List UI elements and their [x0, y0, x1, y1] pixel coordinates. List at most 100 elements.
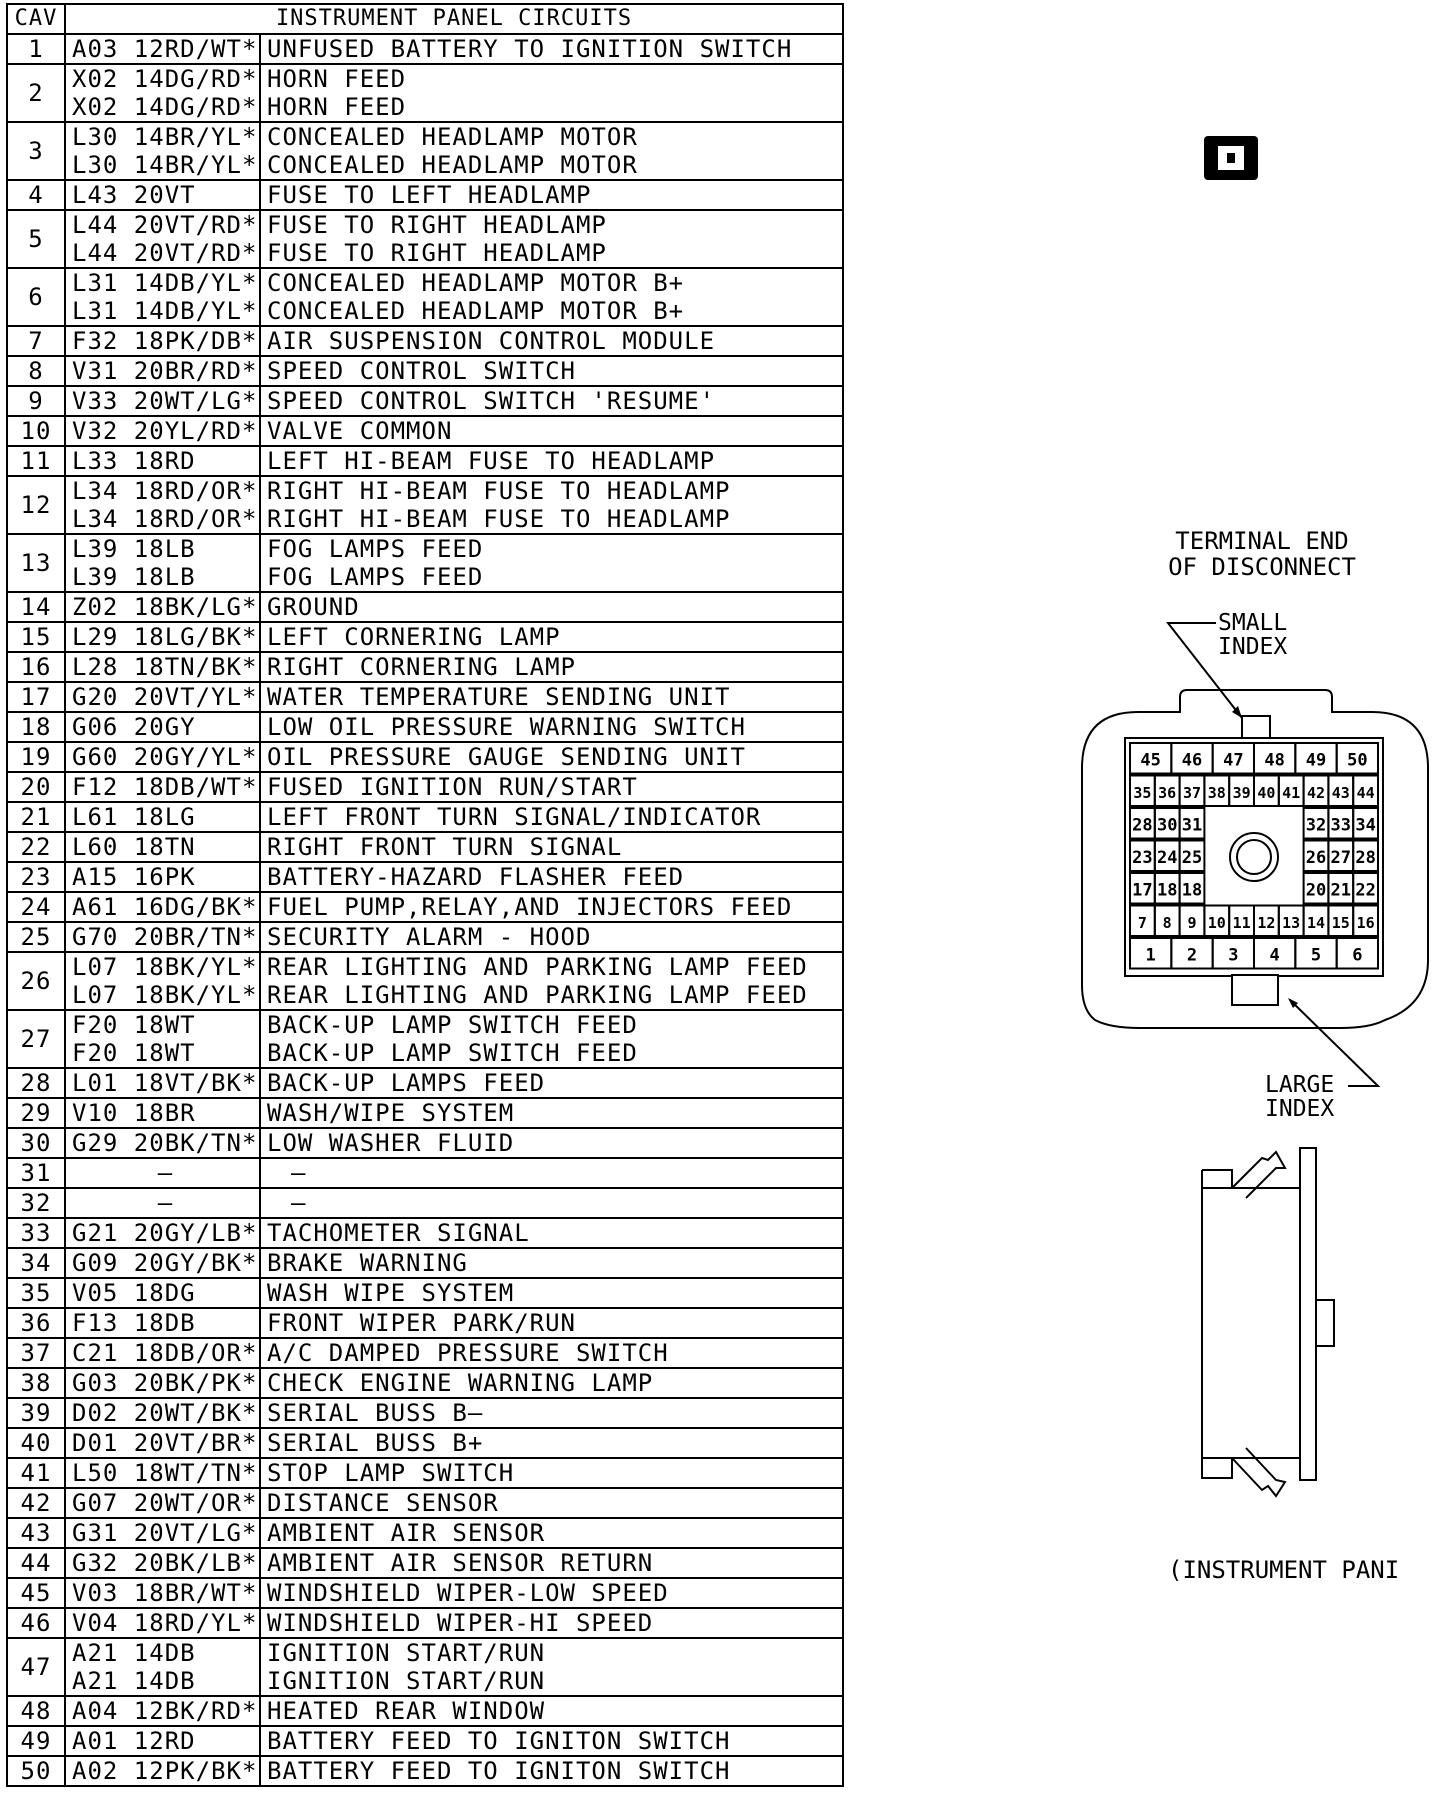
cav-cell: 32 — [6, 1187, 66, 1219]
circuit-description-cell: FUSE TO LEFT HEADLAMP — [258, 179, 845, 211]
wire-code-cell: A03 12RD/WT* — [64, 33, 261, 65]
circuit-description-cell: FUSE TO RIGHT HEADLAMP — [258, 239, 845, 269]
table-row: X02 14DG/RD*HORN FEED — [7, 93, 845, 123]
pin-number: 13 — [1282, 914, 1300, 932]
wire-code-cell: L39 18LB — [64, 533, 261, 563]
cav-cell: 45 — [6, 1577, 66, 1609]
wire-code-cell: Z02 18BK/LG* — [64, 591, 261, 623]
wire-code-cell: A61 16DG/BK* — [64, 891, 261, 923]
small-index-arrow-icon — [1232, 706, 1242, 718]
wire-code-cell: G31 20VT/LG* — [64, 1517, 261, 1549]
cav-cell: 35 — [6, 1277, 66, 1309]
pin-number: 3 — [1228, 945, 1238, 965]
wire-code-cell: L31 14DB/YL* — [64, 297, 261, 327]
cav-cell: 29 — [6, 1097, 66, 1129]
wire-code-cell: L33 18RD — [64, 445, 261, 477]
pin-cavity — [1352, 774, 1379, 807]
pin-cavity — [1335, 937, 1379, 970]
table-row: 32—— — [6, 1187, 845, 1219]
pin-cavity — [1352, 807, 1379, 840]
circuit-description-cell: TACHOMETER SIGNAL — [258, 1217, 845, 1249]
wire-code-cell: L61 18LG — [64, 801, 261, 833]
circuit-description-cell: A/C DAMPED PRESSURE SWITCH — [258, 1337, 845, 1369]
cav-cell: 2 — [6, 63, 66, 123]
pin-number: 25 — [1182, 848, 1202, 868]
circuit-description-cell: REAR LIGHTING AND PARKING LAMP FEED — [258, 951, 845, 981]
pin-number: 39 — [1233, 784, 1251, 802]
pin-number: 7 — [1138, 914, 1147, 932]
cav-cell: 16 — [6, 651, 66, 683]
wire-code-cell: V31 20BR/RD* — [64, 355, 261, 387]
cav-cell: 11 — [6, 445, 66, 477]
wire-code-cell: F20 18WT — [64, 1039, 261, 1069]
wire-code-cell: C21 18DB/OR* — [64, 1337, 261, 1369]
circuit-description-cell: BACK-UP LAMP SWITCH FEED — [258, 1039, 845, 1069]
table-row: L44 20VT/RD*FUSE TO RIGHT HEADLAMP — [7, 239, 845, 269]
wire-code-cell: L43 20VT — [64, 179, 261, 211]
connector-side-view — [1201, 1147, 1335, 1498]
wire-code-cell: G60 20GY/YL* — [64, 741, 261, 773]
pin-number: 43 — [1332, 784, 1350, 802]
wire-code-cell: L30 14BR/YL* — [64, 121, 261, 151]
circuit-description-cell: FUSED IGNITION RUN/START — [258, 771, 845, 803]
wire-code-cell: D01 20VT/BR* — [64, 1427, 261, 1459]
wire-code-cell: G06 20GY — [64, 711, 261, 743]
wire-code-cell: L39 18LB — [64, 563, 261, 593]
cav-cell: 43 — [6, 1517, 66, 1549]
cav-cell: 12 — [6, 475, 66, 535]
small-index-leader — [1165, 622, 1243, 719]
pin-cavity — [1352, 872, 1379, 905]
circuit-description-cell: RIGHT HI-BEAM FUSE TO HEADLAMP — [258, 475, 845, 505]
circuit-description-cell: RIGHT FRONT TURN SIGNAL — [258, 831, 845, 863]
wire-code-cell: — — [64, 1157, 261, 1189]
circuit-description-cell: UNFUSED BATTERY TO IGNITION SWITCH — [258, 33, 845, 65]
wire-code-cell: A02 12PK/BK* — [64, 1755, 261, 1787]
circuit-description-cell: CONCEALED HEADLAMP MOTOR B+ — [258, 297, 845, 327]
table-row: L07 18BK/YL*REAR LIGHTING AND PARKING LA… — [7, 981, 845, 1011]
pin-number: 23 — [1132, 848, 1152, 868]
cav-cell: 14 — [6, 591, 66, 623]
pin-number: 15 — [1332, 914, 1350, 932]
circuit-description-cell: BACK-UP LAMPS FEED — [258, 1067, 845, 1099]
cav-cell: 3 — [6, 121, 66, 181]
terminal-end-label-2: OF DISCONNECT — [1168, 553, 1356, 581]
cav-cell: 26 — [6, 951, 66, 1011]
wire-code-cell: G32 20BK/LB* — [64, 1547, 261, 1579]
wire-code-cell: F32 18PK/DB* — [64, 325, 261, 357]
cav-cell: 50 — [6, 1755, 66, 1787]
pin-number: 48 — [1264, 750, 1284, 770]
pin-number: 34 — [1355, 815, 1375, 835]
circuit-description-cell: DISTANCE SENSOR — [258, 1487, 845, 1519]
table-row: L31 14DB/YL*CONCEALED HEADLAMP MOTOR B+ — [7, 297, 845, 327]
circuit-description-cell: FUEL PUMP,RELAY,AND INJECTORS FEED — [258, 891, 845, 923]
circuit-description-cell: WASH/WIPE SYSTEM — [258, 1097, 845, 1129]
cav-cell: 27 — [6, 1009, 66, 1069]
pin-number: 35 — [1133, 784, 1151, 802]
cav-cell: 13 — [6, 533, 66, 593]
cav-cell: 22 — [6, 831, 66, 863]
circuit-description-cell: SPEED CONTROL SWITCH — [258, 355, 845, 387]
pin-number: 1 — [1146, 945, 1156, 965]
large-index-label-2: INDEX — [1265, 1096, 1334, 1122]
circuit-description-cell: CONCEALED HEADLAMP MOTOR — [258, 151, 845, 181]
circuit-description-cell: WATER TEMPERATURE SENDING UNIT — [258, 681, 845, 713]
pin-number: 49 — [1306, 750, 1326, 770]
circuit-description-cell: SERIAL BUSS B+ — [258, 1427, 845, 1459]
